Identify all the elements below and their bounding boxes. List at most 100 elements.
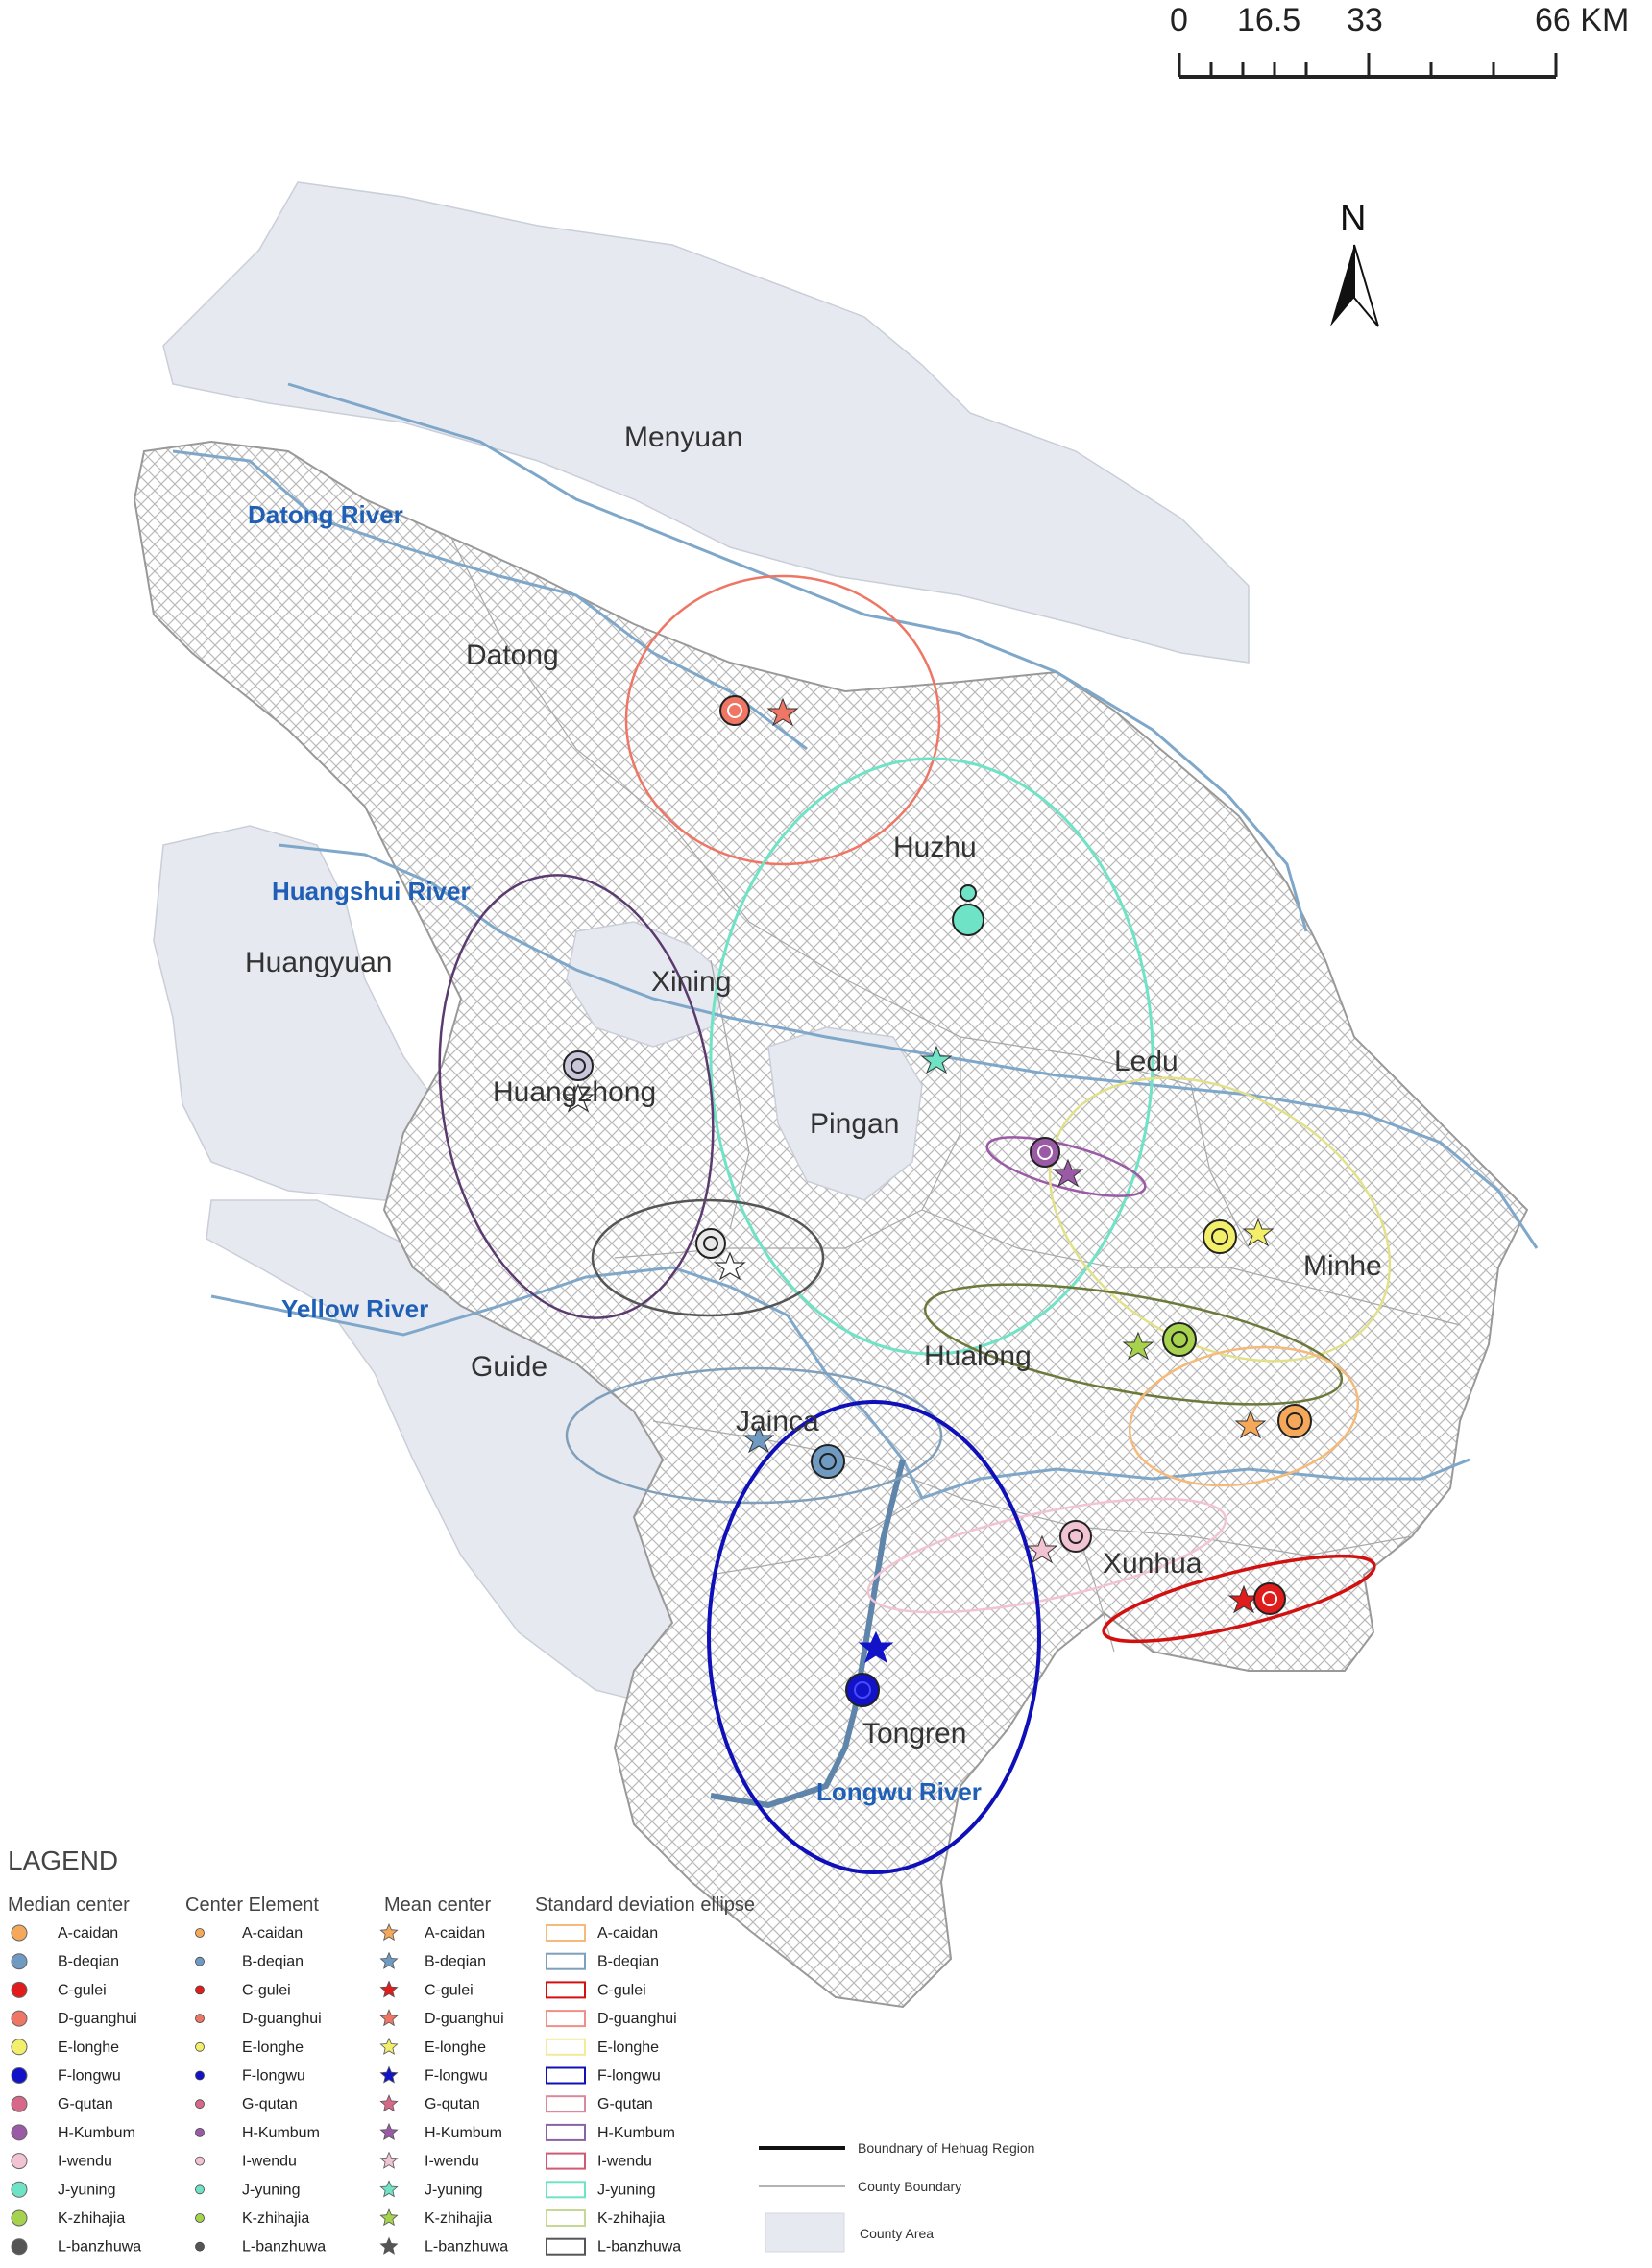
legend-median-label: D-guanghui [58, 2011, 137, 2027]
legend-median-swatch-e-longhe [11, 2039, 28, 2056]
center-element-j-yuning [960, 884, 977, 902]
place-guide: Guide [471, 1351, 547, 1383]
legend-ellipse-swatch-b-deqian [546, 1952, 586, 1970]
legend-mean-label: G-qutan [425, 2096, 480, 2112]
legend-mean-star-icon-f-longwu [379, 2065, 399, 2084]
legend-mean-star-icon-d-guanghui [379, 2009, 399, 2027]
legend: LAGEND Median center Center Element Mean… [8, 1846, 1034, 2256]
legend-median-swatch-d-guanghui [11, 2010, 28, 2027]
legend-element-label: F-longwu [242, 2068, 305, 2085]
legend-ellipse-label: E-longhe [597, 2039, 659, 2056]
hehuang-region [133, 440, 1529, 2009]
legend-element-swatch-d-guanghui [195, 2014, 205, 2024]
legend-ellipse-label: J-yuning [597, 2182, 655, 2198]
legend-median-swatch-i-wendu [11, 2153, 28, 2170]
legend-ellipse-swatch-d-guanghui [546, 2010, 586, 2028]
place-minhe: Minhe [1303, 1250, 1382, 1282]
place-menyuan: Menyuan [624, 422, 742, 453]
legend-mean-star-icon-g-qutan [379, 2094, 399, 2112]
mean-center-b-deqian [742, 1424, 775, 1454]
place-xining: Xining [651, 966, 731, 998]
legend-mean-label: B-deqian [425, 1954, 486, 1970]
legend-boundary-region: Boundnary of Hehuag Region [858, 2140, 1034, 2156]
legend-mean-star-icon-e-longhe [379, 2037, 399, 2055]
legend-element-label: B-deqian [242, 1954, 304, 1970]
river-labels: Datong River Huangshui River Yellow Rive… [248, 500, 982, 1806]
ellipse-i-wendu [866, 1497, 1227, 1614]
legend-element-swatch-i-wendu [195, 2156, 205, 2166]
legend-element-swatch-k-zhihajia [195, 2213, 205, 2223]
legend-element-swatch-l-banzhuwa [195, 2241, 205, 2252]
mean-center-f-longwu [858, 1630, 894, 1664]
legend-median-swatch-b-deqian [11, 1953, 28, 1970]
place-datong: Datong [466, 639, 559, 671]
legend-ellipse-swatch-k-zhihajia [546, 2209, 586, 2227]
median-center-a-caidan [1277, 1404, 1312, 1438]
legend-mean-star-icon-a-caidan [379, 1922, 399, 1942]
legend-mean-label: L-banzhuwa [425, 2239, 508, 2256]
place-huzhu: Huzhu [893, 832, 977, 863]
legend-mean-label: K-zhihajia [425, 2210, 492, 2227]
median-center-j-yuning [952, 904, 984, 936]
legend-head-median: Median center [8, 1894, 130, 1916]
scale-bar: 0 16.5 33 66 KM [1170, 2, 1629, 79]
legend-ellipse-label: D-guanghui [597, 2011, 677, 2027]
river-label-huangshui: Huangshui River [272, 877, 471, 905]
legend-element-label: I-wendu [242, 2154, 297, 2170]
legend-ellipse-swatch-l-banzhuwa [546, 2237, 586, 2256]
legend-element-label: C-gulei [242, 1982, 291, 1998]
median-center-k-zhihajia [1162, 1322, 1197, 1357]
legend-median-label: F-longwu [58, 2068, 121, 2085]
legend-ellipse-swatch-h-kumbum [546, 2123, 586, 2141]
legend-mean-star-icon-j-yuning [379, 2180, 399, 2198]
legend-title: LAGEND [8, 1846, 118, 1875]
legend-median-label: C-gulei [58, 1982, 107, 1998]
river-label-yellow: Yellow River [281, 1294, 428, 1323]
median-center-l-banzhuwa [695, 1228, 726, 1259]
legend-element-label: L-banzhuwa [242, 2239, 326, 2256]
legend-element-swatch-g-qutan [195, 2099, 205, 2110]
mean-center-g-qutan [562, 1083, 595, 1113]
county-area-pingan [767, 1026, 923, 1201]
legend-county-area: County Area [860, 2226, 934, 2241]
ellipse-b-deqian [565, 1366, 943, 1505]
legend-ellipse-label: A-caidan [597, 1925, 658, 1942]
rivers [172, 382, 1539, 1809]
legend-element-label: A-caidan [242, 1925, 303, 1942]
legend-element-swatch-c-gulei [195, 1985, 205, 1995]
legend-element-label: D-guanghui [242, 2011, 322, 2027]
legend-mean-label: C-gulei [425, 1982, 474, 1998]
place-huangzhong: Huangzhong [493, 1076, 656, 1108]
ellipse-l-banzhuwa [591, 1198, 825, 1317]
legend-ellipse-label: I-wendu [597, 2154, 652, 2170]
median-center-d-guanghui [719, 695, 750, 726]
legend-element-label: J-yuning [242, 2182, 300, 2198]
legend-mean-label: A-caidan [425, 1925, 485, 1942]
legend-element-swatch-h-kumbum [195, 2127, 205, 2137]
legend-mean-star-icon-h-kumbum [379, 2122, 399, 2141]
mean-center-a-caidan [1234, 1410, 1267, 1439]
legend-ellipse-swatch-j-yuning [546, 2181, 586, 2199]
legend-median-label: H-Kumbum [58, 2125, 135, 2141]
legend-median-label: L-banzhuwa [58, 2239, 141, 2256]
ellipse-h-kumbum-large [438, 874, 715, 1319]
legend-median-label: G-qutan [58, 2096, 113, 2112]
legend-median-swatch-a-caidan [11, 1924, 28, 1942]
legend-ellipse-label: L-banzhuwa [597, 2239, 681, 2256]
scale-label-66: 66 KM [1535, 2, 1629, 38]
mean-center-e-longhe [1242, 1218, 1275, 1247]
place-tongren: Tongren [862, 1718, 966, 1749]
place-hualong: Hualong [924, 1340, 1032, 1372]
ellipse-e-longhe [1048, 1076, 1392, 1363]
legend-ellipse-label: G-qutan [597, 2096, 653, 2112]
legend-ellipse-swatch-c-gulei [546, 1981, 586, 1999]
mean-center-k-zhihajia [1122, 1331, 1154, 1361]
ellipse-k-zhihajia [923, 1283, 1344, 1406]
place-ledu: Ledu [1114, 1046, 1178, 1077]
legend-element-swatch-j-yuning [195, 2184, 205, 2195]
legend-ellipse-swatch-i-wendu [546, 2152, 586, 2170]
ellipse-c-gulei [1102, 1554, 1376, 1644]
legend-mean-star-icon-l-banzhuwa [379, 2236, 399, 2255]
